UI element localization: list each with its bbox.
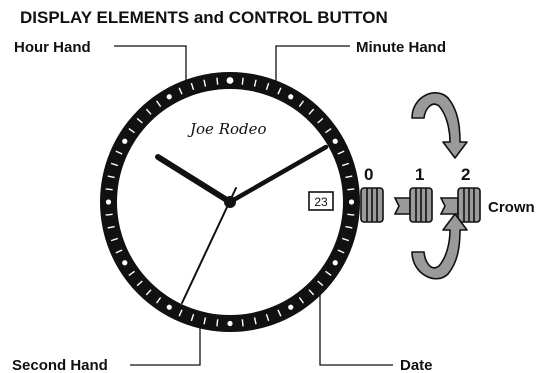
crown-1 — [393, 187, 433, 223]
bezel-tick — [337, 150, 345, 155]
bezel-dot — [288, 94, 294, 100]
date-label: Date — [400, 357, 433, 373]
bezel-dot — [227, 320, 233, 327]
bezel-dot — [226, 77, 234, 84]
bezel-dot — [166, 304, 172, 310]
bezel-tick — [105, 188, 113, 191]
bezel-tick — [253, 79, 257, 87]
bezel-tick — [298, 100, 305, 107]
crown-position-2: 2 — [461, 165, 470, 184]
bezel-tick — [345, 175, 353, 179]
crown-positions: 0 1 2 — [364, 165, 470, 184]
bezel-tick — [203, 79, 207, 87]
bezel-tick — [155, 297, 162, 304]
bezel-markers — [105, 77, 355, 327]
bezel-tick — [203, 317, 207, 325]
bezel-tick — [145, 289, 152, 296]
bezel-tick — [342, 237, 350, 242]
bezel-tick — [155, 100, 162, 107]
bezel-tick — [347, 213, 355, 216]
bezel-tick — [216, 77, 219, 85]
crown-label: Crown — [488, 199, 535, 216]
bezel-tick — [190, 82, 195, 90]
hour-hand — [155, 154, 233, 205]
bezel-tick — [216, 319, 219, 327]
bezel-tick — [110, 237, 118, 242]
bezel-tick — [190, 314, 195, 322]
minute-hand — [227, 144, 329, 205]
second-hand-label: Second Hand — [12, 357, 108, 373]
bezel-tick — [337, 249, 345, 254]
minute-hand-label: Minute Hand — [356, 39, 446, 56]
bezel-tick — [107, 225, 115, 229]
hour-hand-label: Hour Hand — [14, 39, 91, 56]
bezel-tick — [115, 249, 123, 254]
bezel-dot — [332, 260, 338, 266]
hand-pivot — [224, 196, 236, 208]
bezel-tick — [136, 280, 143, 287]
bezel-tick — [178, 309, 183, 317]
bezel-dot — [288, 304, 294, 310]
crown-position-1: 1 — [415, 165, 424, 184]
bezel-tick — [110, 162, 118, 167]
crown-0 — [360, 187, 384, 223]
hands — [155, 144, 329, 304]
bezel-tick — [317, 280, 324, 287]
bezel-tick — [277, 87, 282, 95]
bezel-dot — [122, 260, 128, 266]
bezel-dot — [105, 199, 112, 205]
bezel-tick — [241, 77, 244, 85]
bezel-dot — [166, 94, 172, 100]
bezel-tick — [325, 127, 332, 134]
bezel-dot — [122, 138, 128, 144]
bezel-tick — [325, 270, 332, 277]
bezel-tick — [308, 108, 315, 115]
bezel-tick — [317, 117, 324, 124]
bezel-tick — [115, 150, 123, 155]
bezel-tick — [347, 188, 355, 191]
bezel-tick — [277, 309, 282, 317]
crown-2 — [439, 187, 481, 223]
bezel-tick — [128, 270, 135, 277]
bezel-tick — [342, 162, 350, 167]
brand-logo: Joe Rodeo — [187, 120, 267, 138]
bezel-tick — [265, 82, 270, 90]
bezel-tick — [241, 319, 244, 327]
rotate-arrow-down-icon — [411, 92, 468, 159]
bezel-tick — [178, 87, 183, 95]
bezel-tick — [136, 117, 143, 124]
bezel-tick — [128, 127, 135, 134]
date-window: 23 — [308, 191, 334, 211]
bezel-tick — [308, 289, 315, 296]
bezel-dot — [348, 199, 355, 205]
bezel-tick — [105, 213, 113, 216]
bezel-tick — [253, 317, 257, 325]
date-value: 23 — [314, 195, 328, 209]
rotate-arrow-up-icon — [411, 213, 468, 280]
page-title: DISPLAY ELEMENTS and CONTROL BUTTON — [20, 8, 388, 27]
bezel-tick — [298, 297, 305, 304]
bezel-dot — [332, 138, 338, 144]
bezel-tick — [145, 108, 152, 115]
bezel-tick — [107, 175, 115, 179]
bezel-tick — [345, 225, 353, 229]
crown-position-0: 0 — [364, 165, 373, 184]
bezel-tick — [265, 314, 270, 322]
